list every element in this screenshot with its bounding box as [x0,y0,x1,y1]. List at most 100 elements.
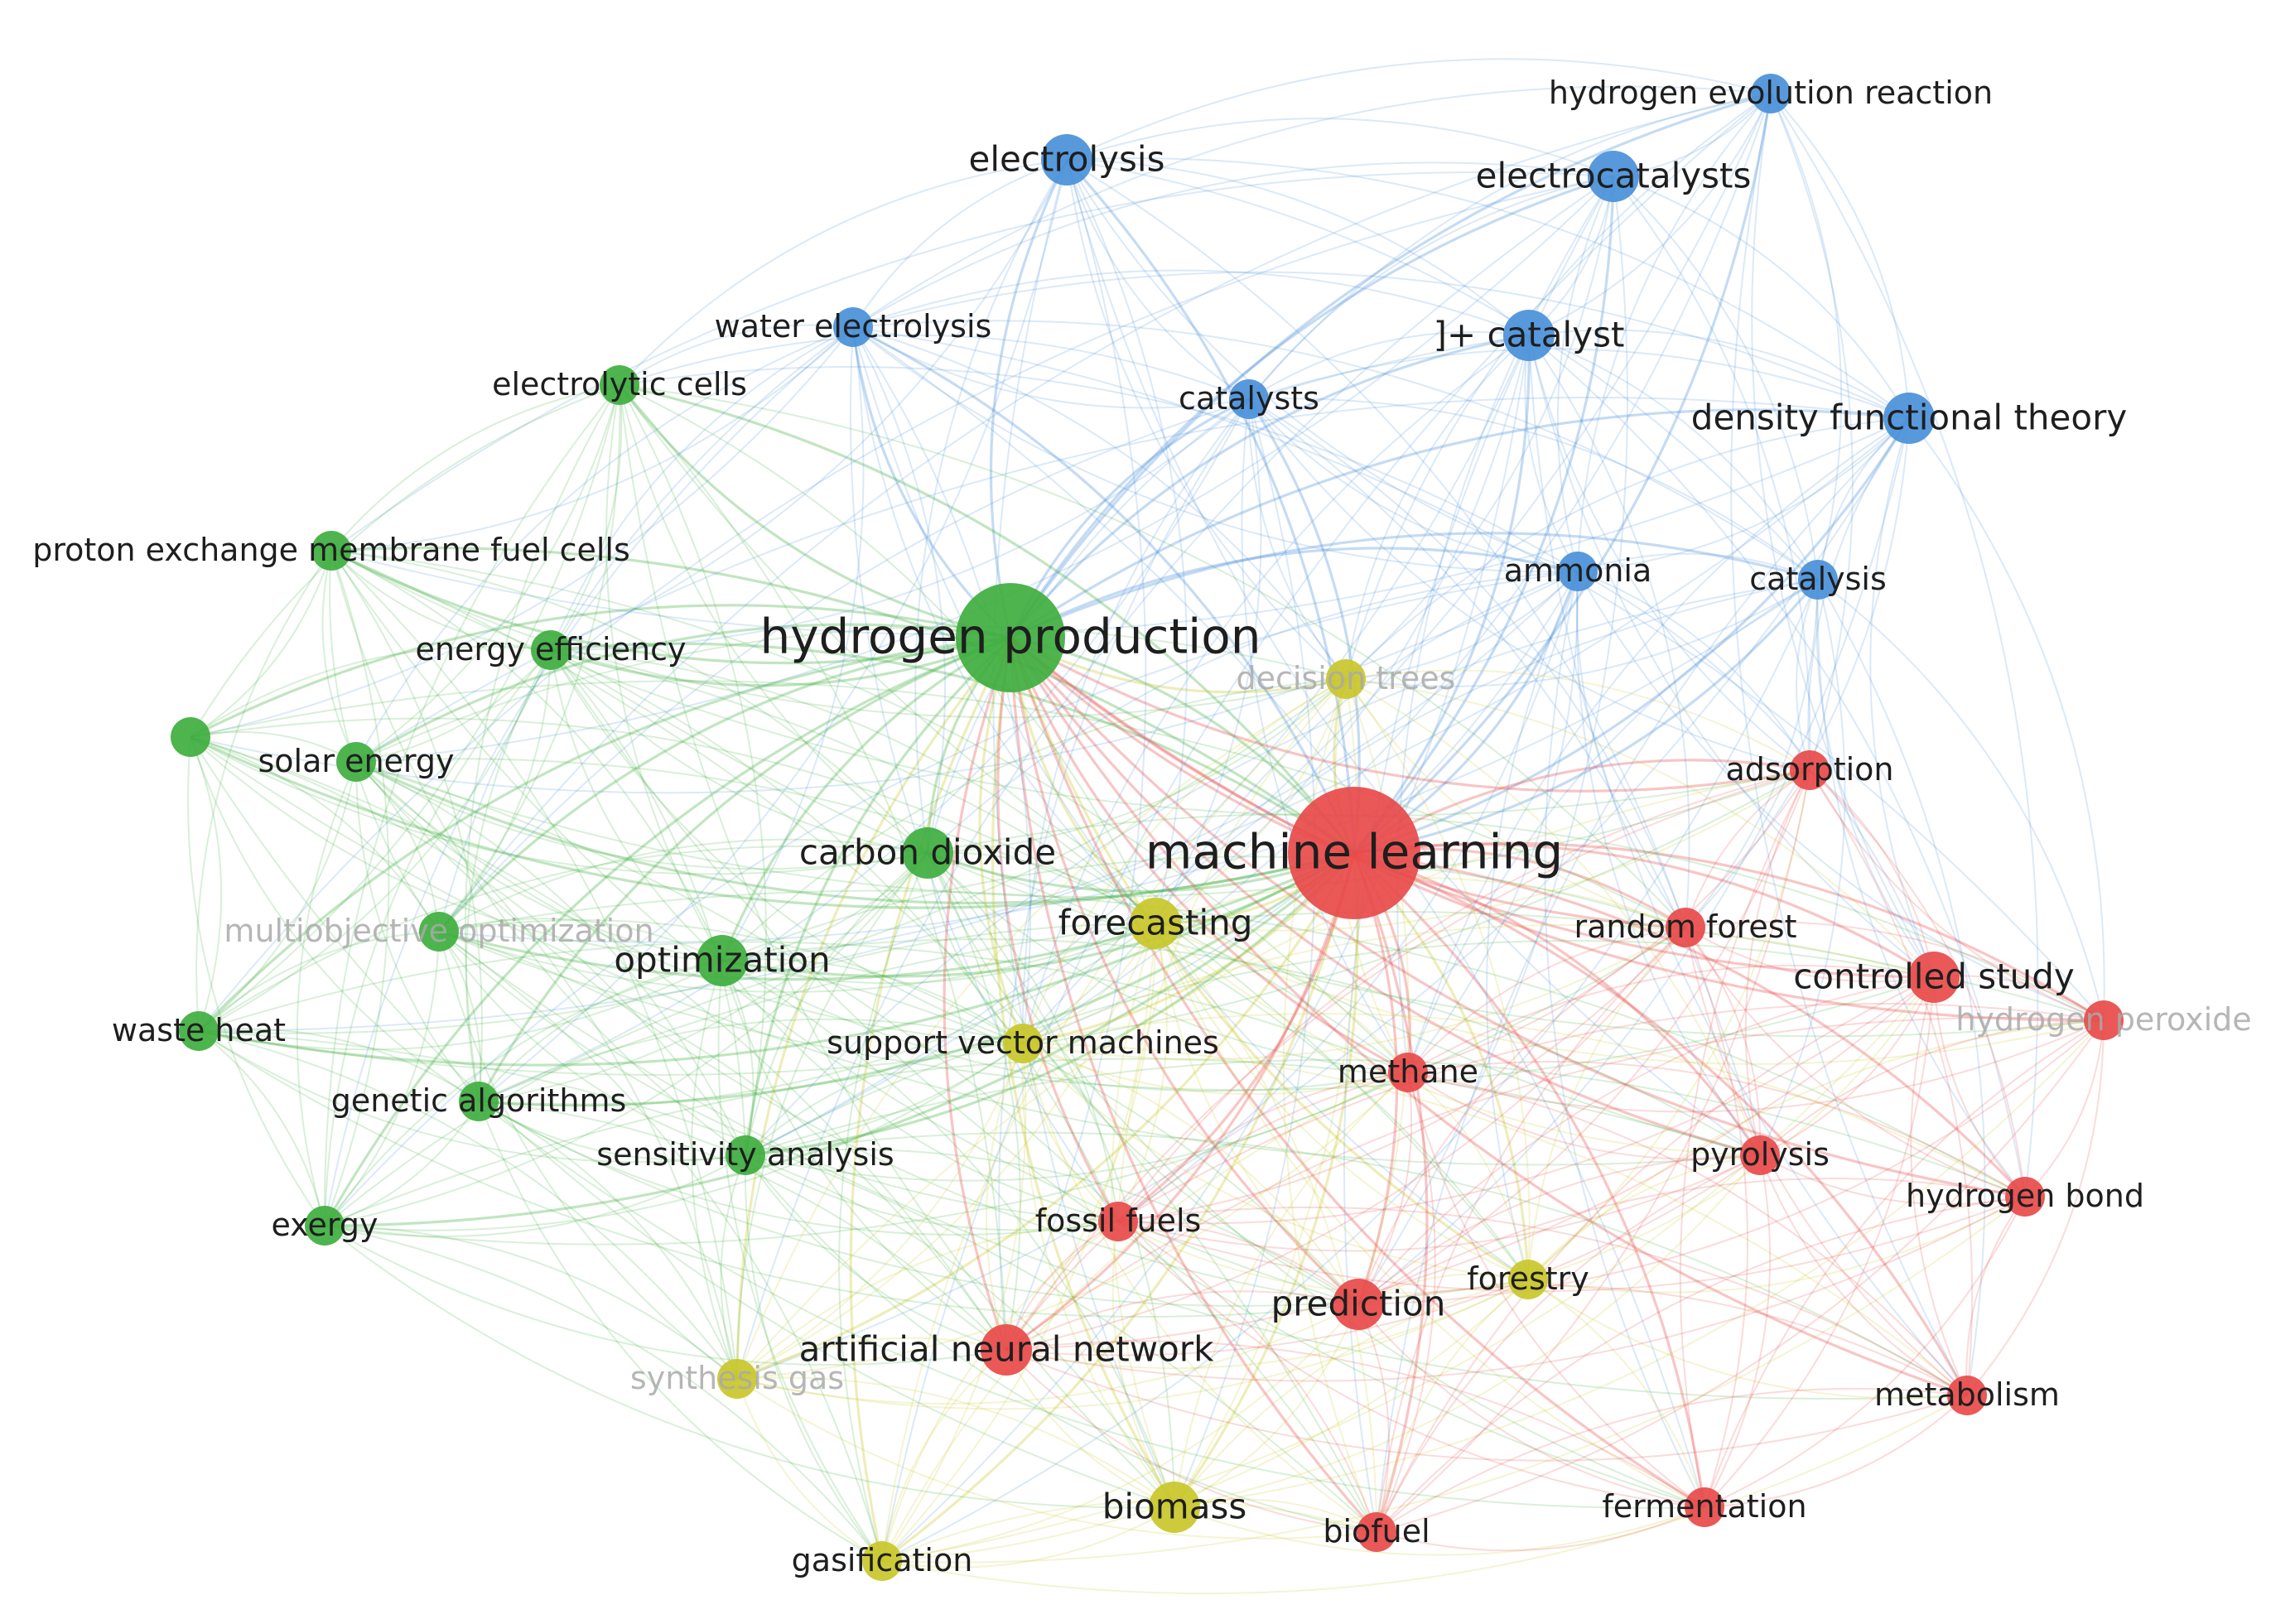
edge-pyrolysis-fermentation [1704,1154,1772,1508]
label-synthesis-gas: synthesis gas [630,1360,844,1396]
edge-energy_efficiency-fermentation [550,649,1705,1508]
node-electrolytic-cells[interactable] [600,365,639,405]
node-forestry[interactable] [1508,1260,1548,1299]
edge-water_electrolysis-multiobjective_optimization [438,326,854,932]
edge-support_vector_machines-artificial_neural_network [986,1043,1024,1351]
edge-biomass-hydrogen_production [991,637,1176,1508]
node-catalysis[interactable] [1798,560,1838,600]
edge-multiobjective_optimization-artificial_neural_network [438,931,1007,1351]
edge-density_functional_theory-waste_heat [198,417,1910,1033]
edge-catalyst-density_functional_theory [1528,329,1910,419]
node-hydrogen-bond[interactable] [2005,1177,2045,1217]
edge-electrolytic_cells-sensitivity_analysis [619,384,767,1156]
node-prediction[interactable] [1333,1279,1384,1330]
node-forecasting[interactable] [1130,898,1181,949]
edge-electrolytic_cells-pyrolysis [619,384,1761,1156]
edge-carbon_dioxide-optimization [721,852,928,961]
node-waste-heat[interactable] [179,1011,219,1051]
edge-support_vector_machines-hydrogen_bond [1022,1013,2026,1198]
edge-forestry-gasification [881,1279,1529,1562]
node-energy-efficiency[interactable] [531,630,571,670]
node-support-vector-machines[interactable] [1003,1024,1043,1063]
edge-electrocatalysts-ammonia [1556,176,1614,572]
edge-multiobjective_optimization-sensitivity_analysis [438,931,746,1156]
node-catalysts[interactable] [1229,379,1269,419]
node-catalyst[interactable] [1503,310,1555,361]
node-hydrogen-evolution-reaction[interactable] [1751,74,1791,113]
edge-sensitivity_analysis-hydrogen_production [744,636,1012,1156]
node-biomass[interactable] [1149,1482,1200,1533]
node-electrolysis[interactable] [1041,134,1092,186]
edge-sensitivity_analysis-exergy [324,1154,746,1238]
edge-hydrogen_evolution_reaction-catalyst [1528,93,1772,336]
node-pyrolysis[interactable] [1740,1135,1780,1175]
edge-forecasting-forestry [1155,923,1529,1280]
node-decision-trees[interactable] [1326,659,1366,699]
node-water-electrolysis[interactable] [833,307,873,347]
node-synthesis-gas[interactable] [717,1359,757,1399]
edge-water_electrolysis-energy_efficiency [550,326,854,651]
node-carbon-dioxide[interactable] [902,827,953,879]
edge-methane-prediction [1357,1072,1413,1305]
edge-sensitivity_analysis-fossil_fuels [745,1154,1119,1231]
node-optimization[interactable] [697,935,748,986]
node-genetic-algorithms[interactable] [459,1082,499,1121]
node-pemfc[interactable] [311,531,351,571]
node-ammonia[interactable] [1558,552,1598,591]
edge-green_unlabeled-machine_learning [190,735,1355,909]
edge-prediction-fermentation [1357,1304,1705,1508]
label-hydrogen-production: hydrogen production [759,609,1261,665]
edge-sensitivity_analysis-support_vector_machines [745,1043,1024,1156]
edge-electrolytic_cells-multiobjective_optimization [438,384,621,932]
node-controlled-study[interactable] [1908,952,1960,1003]
edge-catalysis-multiobjective_optimization [438,579,1819,943]
label-sensitivity-analysis: sensitivity analysis [596,1136,894,1173]
node-machine-learning[interactable] [1288,787,1420,919]
node-artificial-neural-network[interactable] [981,1324,1032,1376]
edge-decision_trees-pyrolysis [1345,678,1761,1156]
edge-density_functional_theory-controlled_study [1869,417,1935,978]
node-multiobjective-optimization[interactable] [419,912,459,952]
edge-forecasting-hydrogen_peroxide [1155,923,2105,1065]
edge-forestry-biomass [1174,1279,1529,1508]
node-solar-energy[interactable] [336,742,376,782]
node-sensitivity-analysis[interactable] [726,1135,765,1175]
node-exergy[interactable] [305,1206,345,1246]
edge-solar_energy-methane [355,758,1409,1073]
edge-genetic_algorithms-fossil_fuels [478,1101,1119,1236]
node-hydrogen-peroxide[interactable] [2084,1000,2124,1040]
edge-sensitivity_analysis-hydrogen_bond [745,1058,2026,1198]
node-biofuel[interactable] [1357,1512,1396,1552]
node-electrocatalysts[interactable] [1588,151,1639,202]
edge-multiobjective_optimization-support_vector_machines [438,919,1024,1044]
node-fermentation[interactable] [1685,1487,1724,1527]
node-random-forest[interactable] [1666,908,1705,947]
edge-hydrogen_evolution_reaction-multiobjective_optimization [438,93,1772,932]
edge-adsorption-controlled_study [1809,769,1935,978]
edge-decision_trees-support_vector_machines [1022,678,1347,1044]
edge-catalyst-hydrogen_production [1009,334,1530,639]
node-metabolism[interactable] [1947,1376,1987,1415]
edge-multiobjective_optimization-waste_heat [198,931,440,1032]
edge-ammonia-forecasting [1155,571,1579,924]
edge-green_unlabeled-genetic_algorithms [190,736,480,1102]
node-gasification[interactable] [862,1541,902,1581]
edge-energy_efficiency-waste_heat [198,649,552,1032]
edge-catalysts-methane [1241,398,1409,1073]
edge-catalysis-random_forest [1685,579,1819,928]
node-green-unlabeled[interactable] [171,717,210,757]
edge-gasification-controlled_study [881,976,1935,1562]
node-density-functional-theory[interactable] [1883,393,1935,444]
edge-ammonia-carbon_dioxide [927,571,1579,854]
edge-electrolysis-catalysts [1066,159,1250,400]
node-adsorption[interactable] [1790,750,1830,790]
node-fossil-fuels[interactable] [1098,1202,1138,1241]
edge-density_functional_theory-synthesis_gas [736,417,1910,1380]
edge-gasification-biofuel [881,1500,1377,1562]
edge-metabolism-hydrogen_production [1009,637,1968,1397]
node-methane[interactable] [1388,1053,1428,1092]
edge-support_vector_machines-metabolism [1022,1043,1968,1396]
edge-electrolytic_cells-machine_learning [619,383,1356,854]
node-hydrogen-production[interactable] [956,583,1065,692]
